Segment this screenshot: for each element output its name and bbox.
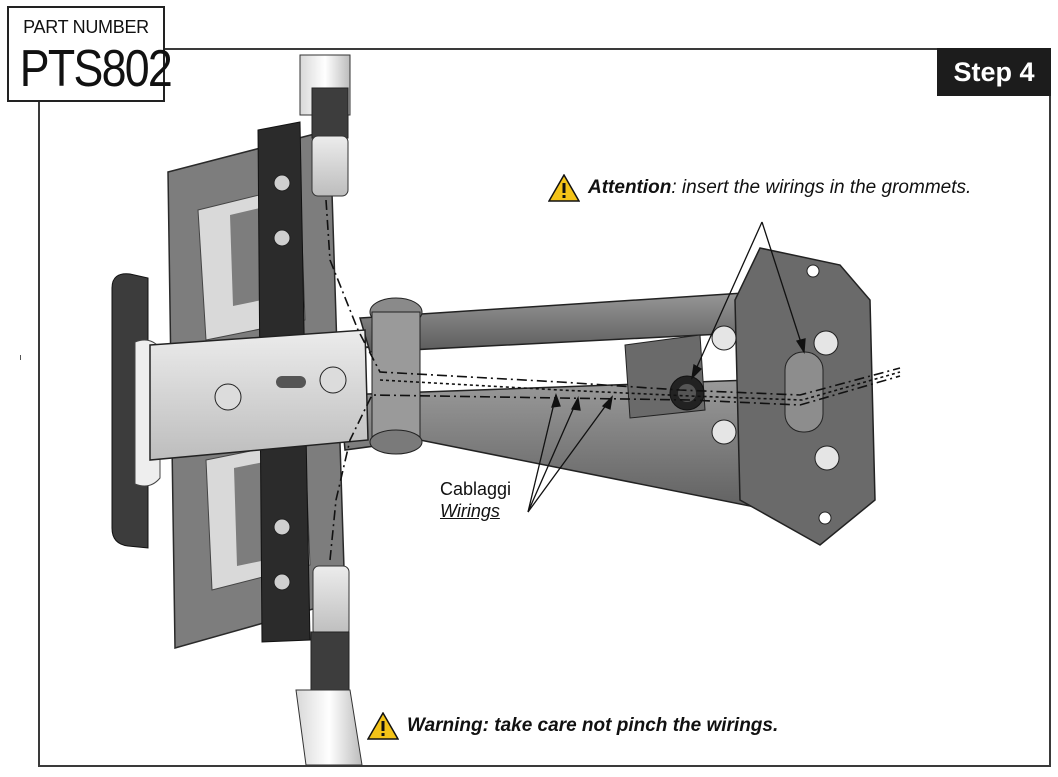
warning-text: Warning: take care not pinch the wirings… [407,715,779,736]
attention-leaders [691,221,806,380]
part-number-box: PART NUMBER PTS802 [7,6,173,102]
wiring-lines [325,199,901,561]
warning-triangle-icon [548,174,580,202]
right-mount-plate [711,247,876,546]
wiring-label-english: Wirings [440,501,500,521]
pivot [369,297,423,455]
part-number-value: PTS802 [19,40,173,98]
grommet-bracket [624,334,706,419]
part-number-label: PART NUMBER [23,17,149,37]
attention-heading: Attention [588,177,672,198]
wiring-label: Cablaggi Wirings [440,478,511,522]
wiring-leaders [527,393,613,513]
attention-note: Attention: insert the wirings in the gro… [548,174,971,202]
mounting-clamp [149,329,369,461]
upper-indicator [299,54,351,197]
warning-note: Warning: take care not pinch the wirings… [367,712,778,740]
step-badge: Step 4 [937,48,1051,96]
lower-indicator [295,565,363,766]
margin-mark [20,355,21,360]
wiring-label-italian: Cablaggi [440,479,512,499]
attention-body: : insert the wirings in the grommets. [671,177,972,198]
instruction-frame [38,48,1051,767]
warning-triangle-icon [367,712,399,740]
attention-text: Attention: insert the wirings in the gro… [588,177,971,199]
